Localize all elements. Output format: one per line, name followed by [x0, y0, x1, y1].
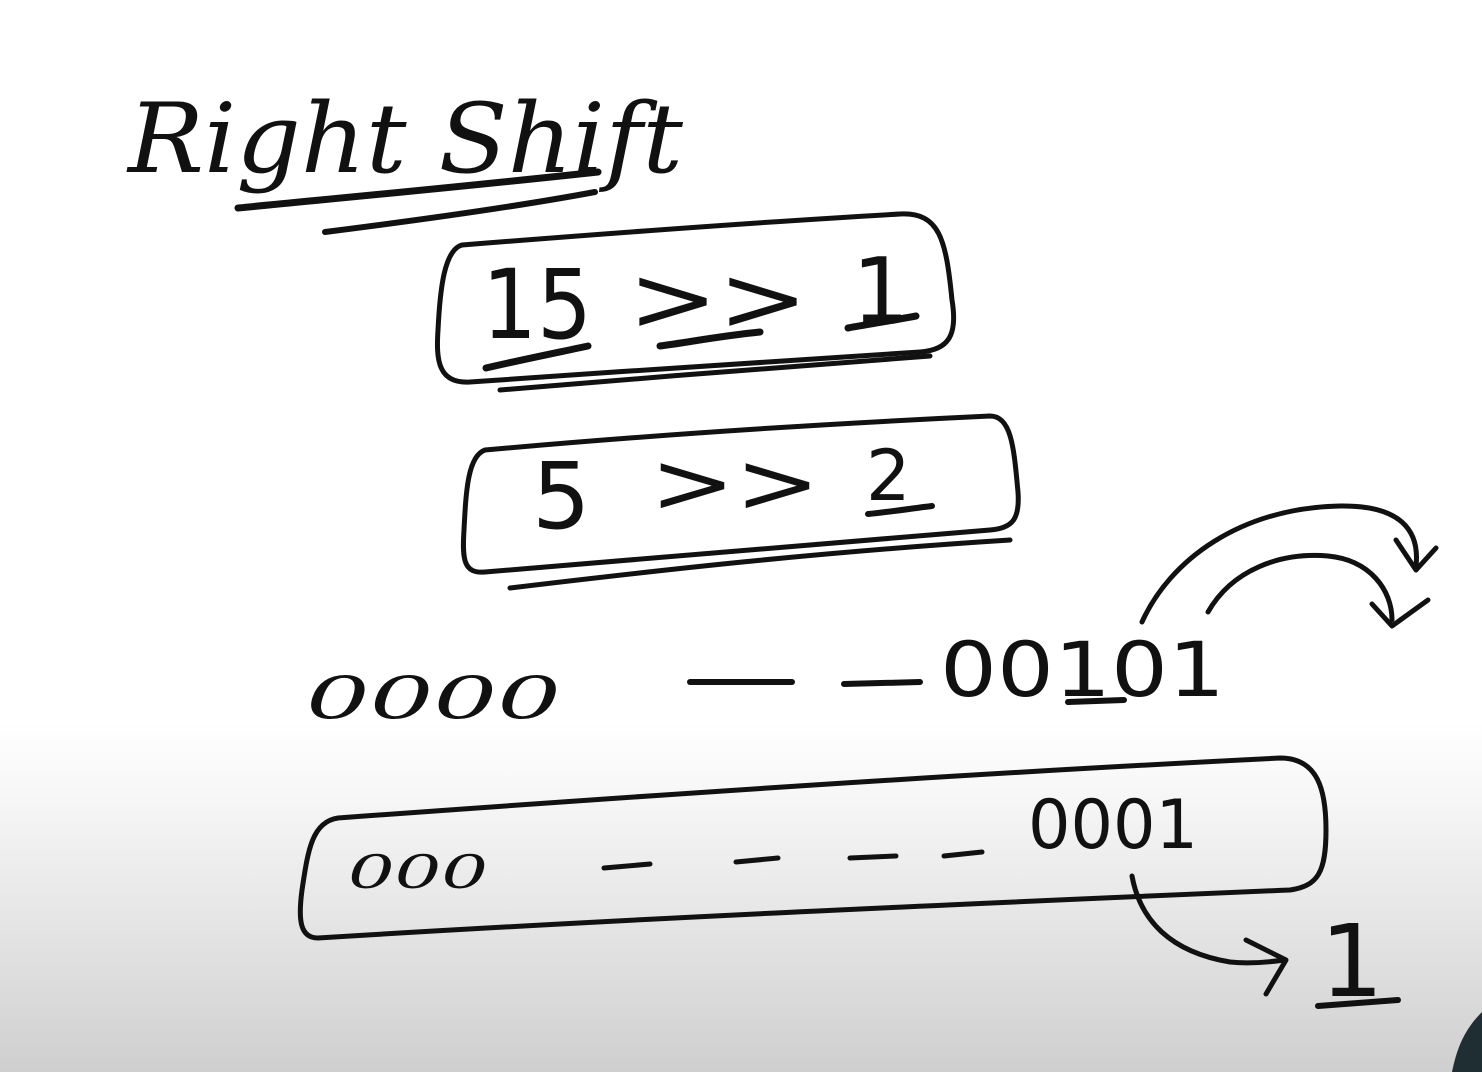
- binary-shifted-dash-2: [733, 855, 781, 865]
- expression-2-underline-right: [865, 503, 935, 517]
- binary-shifted-dash-3: [847, 853, 899, 861]
- binary-shifted-dash-1: [601, 861, 653, 871]
- expression-1-underline-right: [844, 312, 920, 332]
- binary-shifted-box: [297, 755, 1329, 941]
- binary-shifted-suffix: 0001: [1028, 786, 1198, 865]
- result-underline: [1315, 997, 1401, 1009]
- shift-out-arrow-inner-head: [1369, 597, 1431, 629]
- result-arrow-head: [1243, 937, 1289, 997]
- expression-2-right: 2: [866, 435, 911, 517]
- shift-out-arrow-outer-head: [1393, 537, 1439, 573]
- shift-out-arrow-inner: [1205, 552, 1395, 623]
- expression-2-box: [460, 413, 1021, 575]
- expression-1-box: [434, 211, 957, 385]
- expression-1-underline-left: [482, 342, 592, 372]
- binary-shifted-dash-4: [941, 849, 985, 859]
- corner-dark-shape: [1452, 1012, 1482, 1072]
- title-underline-second: [322, 189, 598, 235]
- binary-original-dash-2: [841, 679, 923, 687]
- shift-out-arrow-outer: [1139, 503, 1419, 625]
- binary-original-underline: [1065, 697, 1127, 705]
- title-text: Right Shift: [126, 83, 684, 195]
- expression-2-left: 5: [532, 443, 591, 550]
- binary-original-prefix: 0000: [306, 664, 561, 732]
- expression-1-box-shadow: [497, 353, 933, 393]
- expression-1-left: 15: [482, 249, 592, 361]
- title-underline: [234, 168, 602, 212]
- result-arrow: [1129, 873, 1287, 966]
- expression-2-box-shadow: [507, 537, 1013, 591]
- binary-shifted-prefix: 000: [348, 845, 488, 899]
- expression-1-underline-operator: [656, 328, 764, 350]
- expression-2-operator: >>: [650, 434, 820, 532]
